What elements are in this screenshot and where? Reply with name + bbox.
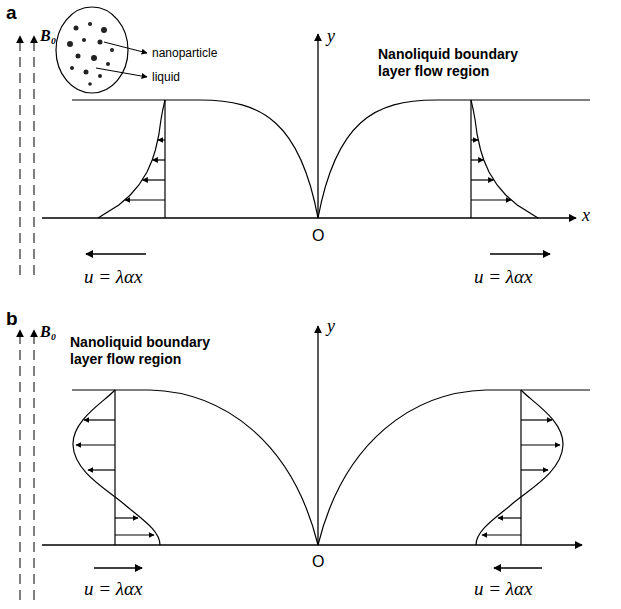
boundary-layer-edge (72, 100, 590, 218)
velocity-profile (476, 390, 563, 545)
velocity-profile (73, 390, 160, 545)
magnetic-field-lines (20, 330, 34, 600)
origin-label: O (312, 552, 324, 571)
callout-label: nanoparticle (152, 46, 217, 60)
axes (42, 326, 582, 545)
callout-label: liquid (152, 70, 180, 84)
panel-letter: b (6, 308, 18, 331)
boundary-layer-edge (72, 390, 590, 545)
axes (42, 34, 576, 218)
magnetic-field-lines (20, 36, 34, 275)
nanofluid-inset (56, 7, 147, 93)
axis-label: y (327, 316, 335, 338)
field-label: B₀ (40, 322, 56, 341)
wall-velocity-label: u = λαx (84, 266, 142, 289)
axis-label: y (327, 26, 335, 48)
wall-velocity-label: u = λαx (474, 578, 532, 601)
region-label: Nanoliquid boundary layer flow region (70, 334, 220, 368)
wall-velocity-arrow (86, 253, 550, 254)
field-label: B₀ (40, 26, 56, 45)
region-label: Nanoliquid boundary layer flow region (378, 46, 528, 80)
axis-label: x (582, 205, 590, 227)
origin-label: O (312, 226, 324, 245)
wall-velocity-label: u = λαx (84, 578, 142, 601)
velocity-profile (98, 100, 165, 218)
panel-letter: a (6, 2, 17, 25)
velocity-profile (471, 100, 538, 218)
wall-velocity-label: u = λαx (474, 266, 532, 289)
